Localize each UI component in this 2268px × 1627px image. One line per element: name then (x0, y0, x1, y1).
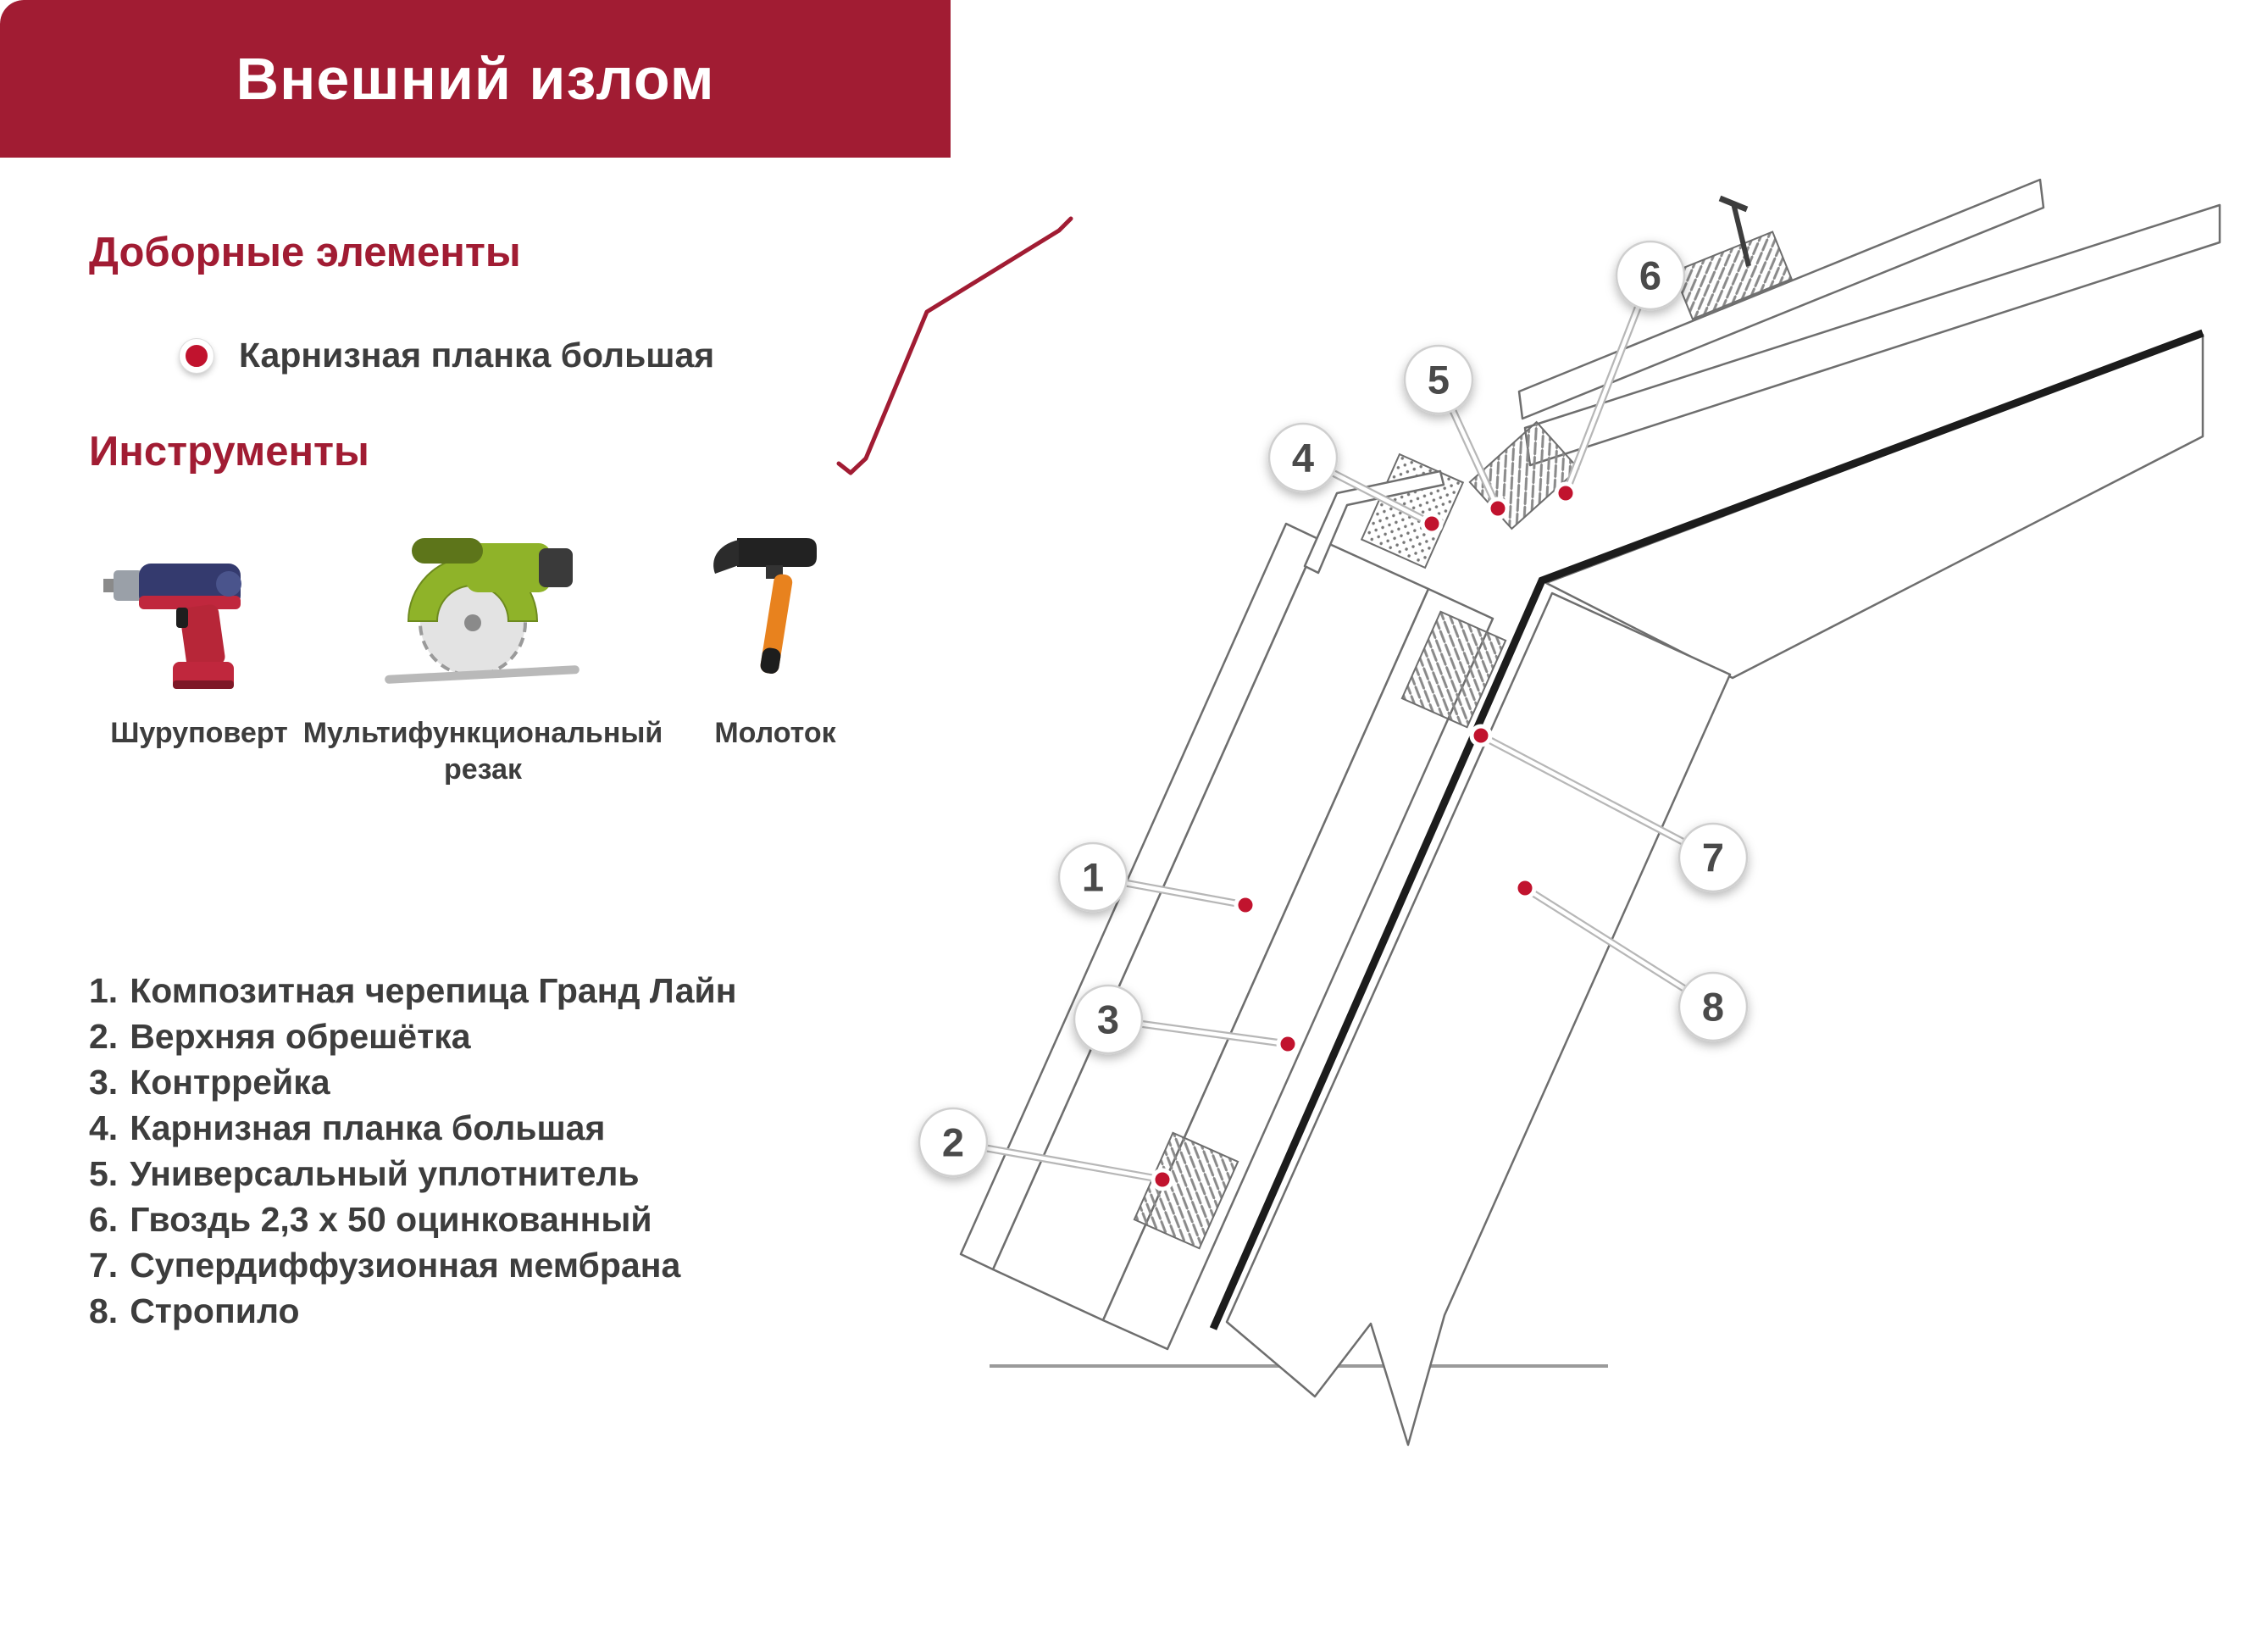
tools-heading: Инструменты (89, 429, 369, 475)
callout-number: 7 (1702, 836, 1724, 880)
tool-hammer: Молоток (678, 515, 873, 752)
upper-rafter-band (1544, 333, 2204, 680)
ridge-batten-block (1672, 230, 1793, 320)
hammer-image (703, 515, 847, 702)
callout-number: 1 (1082, 855, 1104, 900)
marker-dot-2 (1151, 1168, 1174, 1191)
callout-number: 2 (942, 1120, 964, 1165)
marker-dot-3 (1276, 1032, 1300, 1056)
nail-icon (1731, 203, 1751, 267)
callout-number: 4 (1292, 436, 1314, 480)
legend-item: 8. Стропило (89, 1288, 736, 1334)
callout-7: 7 (1677, 822, 1749, 893)
legend-item-label: Универсальный уплотнитель (130, 1154, 640, 1193)
title-banner: Внешний излом (0, 0, 951, 158)
legend-item: 6. Гвоздь 2,3 х 50 оцинкованный (89, 1197, 736, 1242)
callout-3: 3 (1073, 984, 1144, 1055)
callout-2: 2 (918, 1107, 989, 1178)
legend-item-number: 8. (89, 1291, 119, 1330)
eaves-flashing (1303, 469, 1445, 575)
callout-1: 1 (1057, 841, 1128, 913)
callout-4: 4 (1267, 422, 1339, 493)
legend-item-label: Стропило (130, 1291, 300, 1330)
legend-item-label: Верхняя обрешётка (130, 1017, 471, 1056)
tool-name: Мультифункциональный резак (302, 717, 663, 786)
legend-item-number: 6. (89, 1200, 119, 1239)
callout-number: 8 (1702, 985, 1724, 1030)
circular-saw-image (364, 515, 602, 702)
marker-dot-4 (1420, 512, 1444, 536)
legend-item: 5. Универсальный уплотнитель (89, 1151, 736, 1197)
accessory-item: Карнизная планка большая (180, 336, 714, 375)
legend-item-number: 1. (89, 971, 119, 1010)
marker-dot-8 (1513, 876, 1537, 900)
tool-saw: Мультифункциональный резак (303, 515, 663, 787)
marker-dots (1151, 481, 1578, 1191)
callout-number: 6 (1639, 253, 1661, 298)
drill-icon (103, 564, 241, 689)
marker-dot-7 (1469, 724, 1493, 747)
legend-item-label: Композитная черепица Гранд Лайн (130, 971, 737, 1010)
legend-item-number: 7. (89, 1246, 119, 1285)
legend-item-number: 4. (89, 1108, 119, 1147)
counter-batten-block (1400, 610, 1507, 729)
callout-8: 8 (1677, 971, 1749, 1042)
accessories-heading: Доборные элементы (89, 230, 521, 275)
tile-sheet-band (959, 522, 1320, 1271)
tools-row: Шуруповерт Мультифункциональный резак (76, 515, 873, 787)
marker-dot-1 (1234, 893, 1257, 917)
callout-number: 5 (1428, 358, 1450, 403)
upper-top-board (1517, 178, 2045, 420)
tool-name: Шуруповерт (110, 717, 288, 749)
legend-item: 4. Карнизная планка большая (89, 1105, 736, 1151)
legend-item-label: Карнизная планка большая (130, 1108, 606, 1147)
legend-item-label: Контррейка (130, 1063, 330, 1102)
callout-number: 3 (1097, 997, 1119, 1042)
drill-image (102, 515, 297, 702)
legend-item: 7. Супердиффузионная мембрана (89, 1242, 736, 1288)
tool-drill: Шуруповерт (76, 515, 322, 752)
callout-5: 5 (1403, 344, 1474, 415)
flashing-profile-sketch (836, 216, 1073, 475)
callout-6: 6 (1615, 240, 1686, 311)
legend-list: 1. Композитная черепица Гранд Лайн 2. Ве… (89, 968, 736, 1334)
page-title: Внешний излом (236, 46, 715, 112)
legend-item: 3. Контррейка (89, 1059, 736, 1105)
membrane-line (1209, 329, 2204, 1330)
legend-item: 2. Верхняя обрешётка (89, 1013, 736, 1059)
legend-item-number: 2. (89, 1017, 119, 1056)
bullet-dot-icon (180, 338, 213, 373)
legend-item-number: 5. (89, 1154, 119, 1193)
circular-saw-icon (385, 538, 579, 684)
accessory-label: Карнизная планка большая (239, 336, 715, 375)
marker-dot-6 (1554, 481, 1578, 505)
legend-item-number: 3. (89, 1063, 119, 1102)
hammer-icon (713, 538, 817, 674)
marker-dot-5 (1486, 497, 1510, 520)
nail-head (1718, 195, 1749, 213)
tool-name: Молоток (714, 717, 836, 749)
legend-item: 1. Композитная черепица Гранд Лайн (89, 968, 736, 1013)
legend-item-label: Супердиффузионная мембрана (130, 1246, 681, 1285)
legend-item-label: Гвоздь 2,3 х 50 оцинкованный (130, 1200, 652, 1239)
rafter (1225, 591, 1732, 1447)
